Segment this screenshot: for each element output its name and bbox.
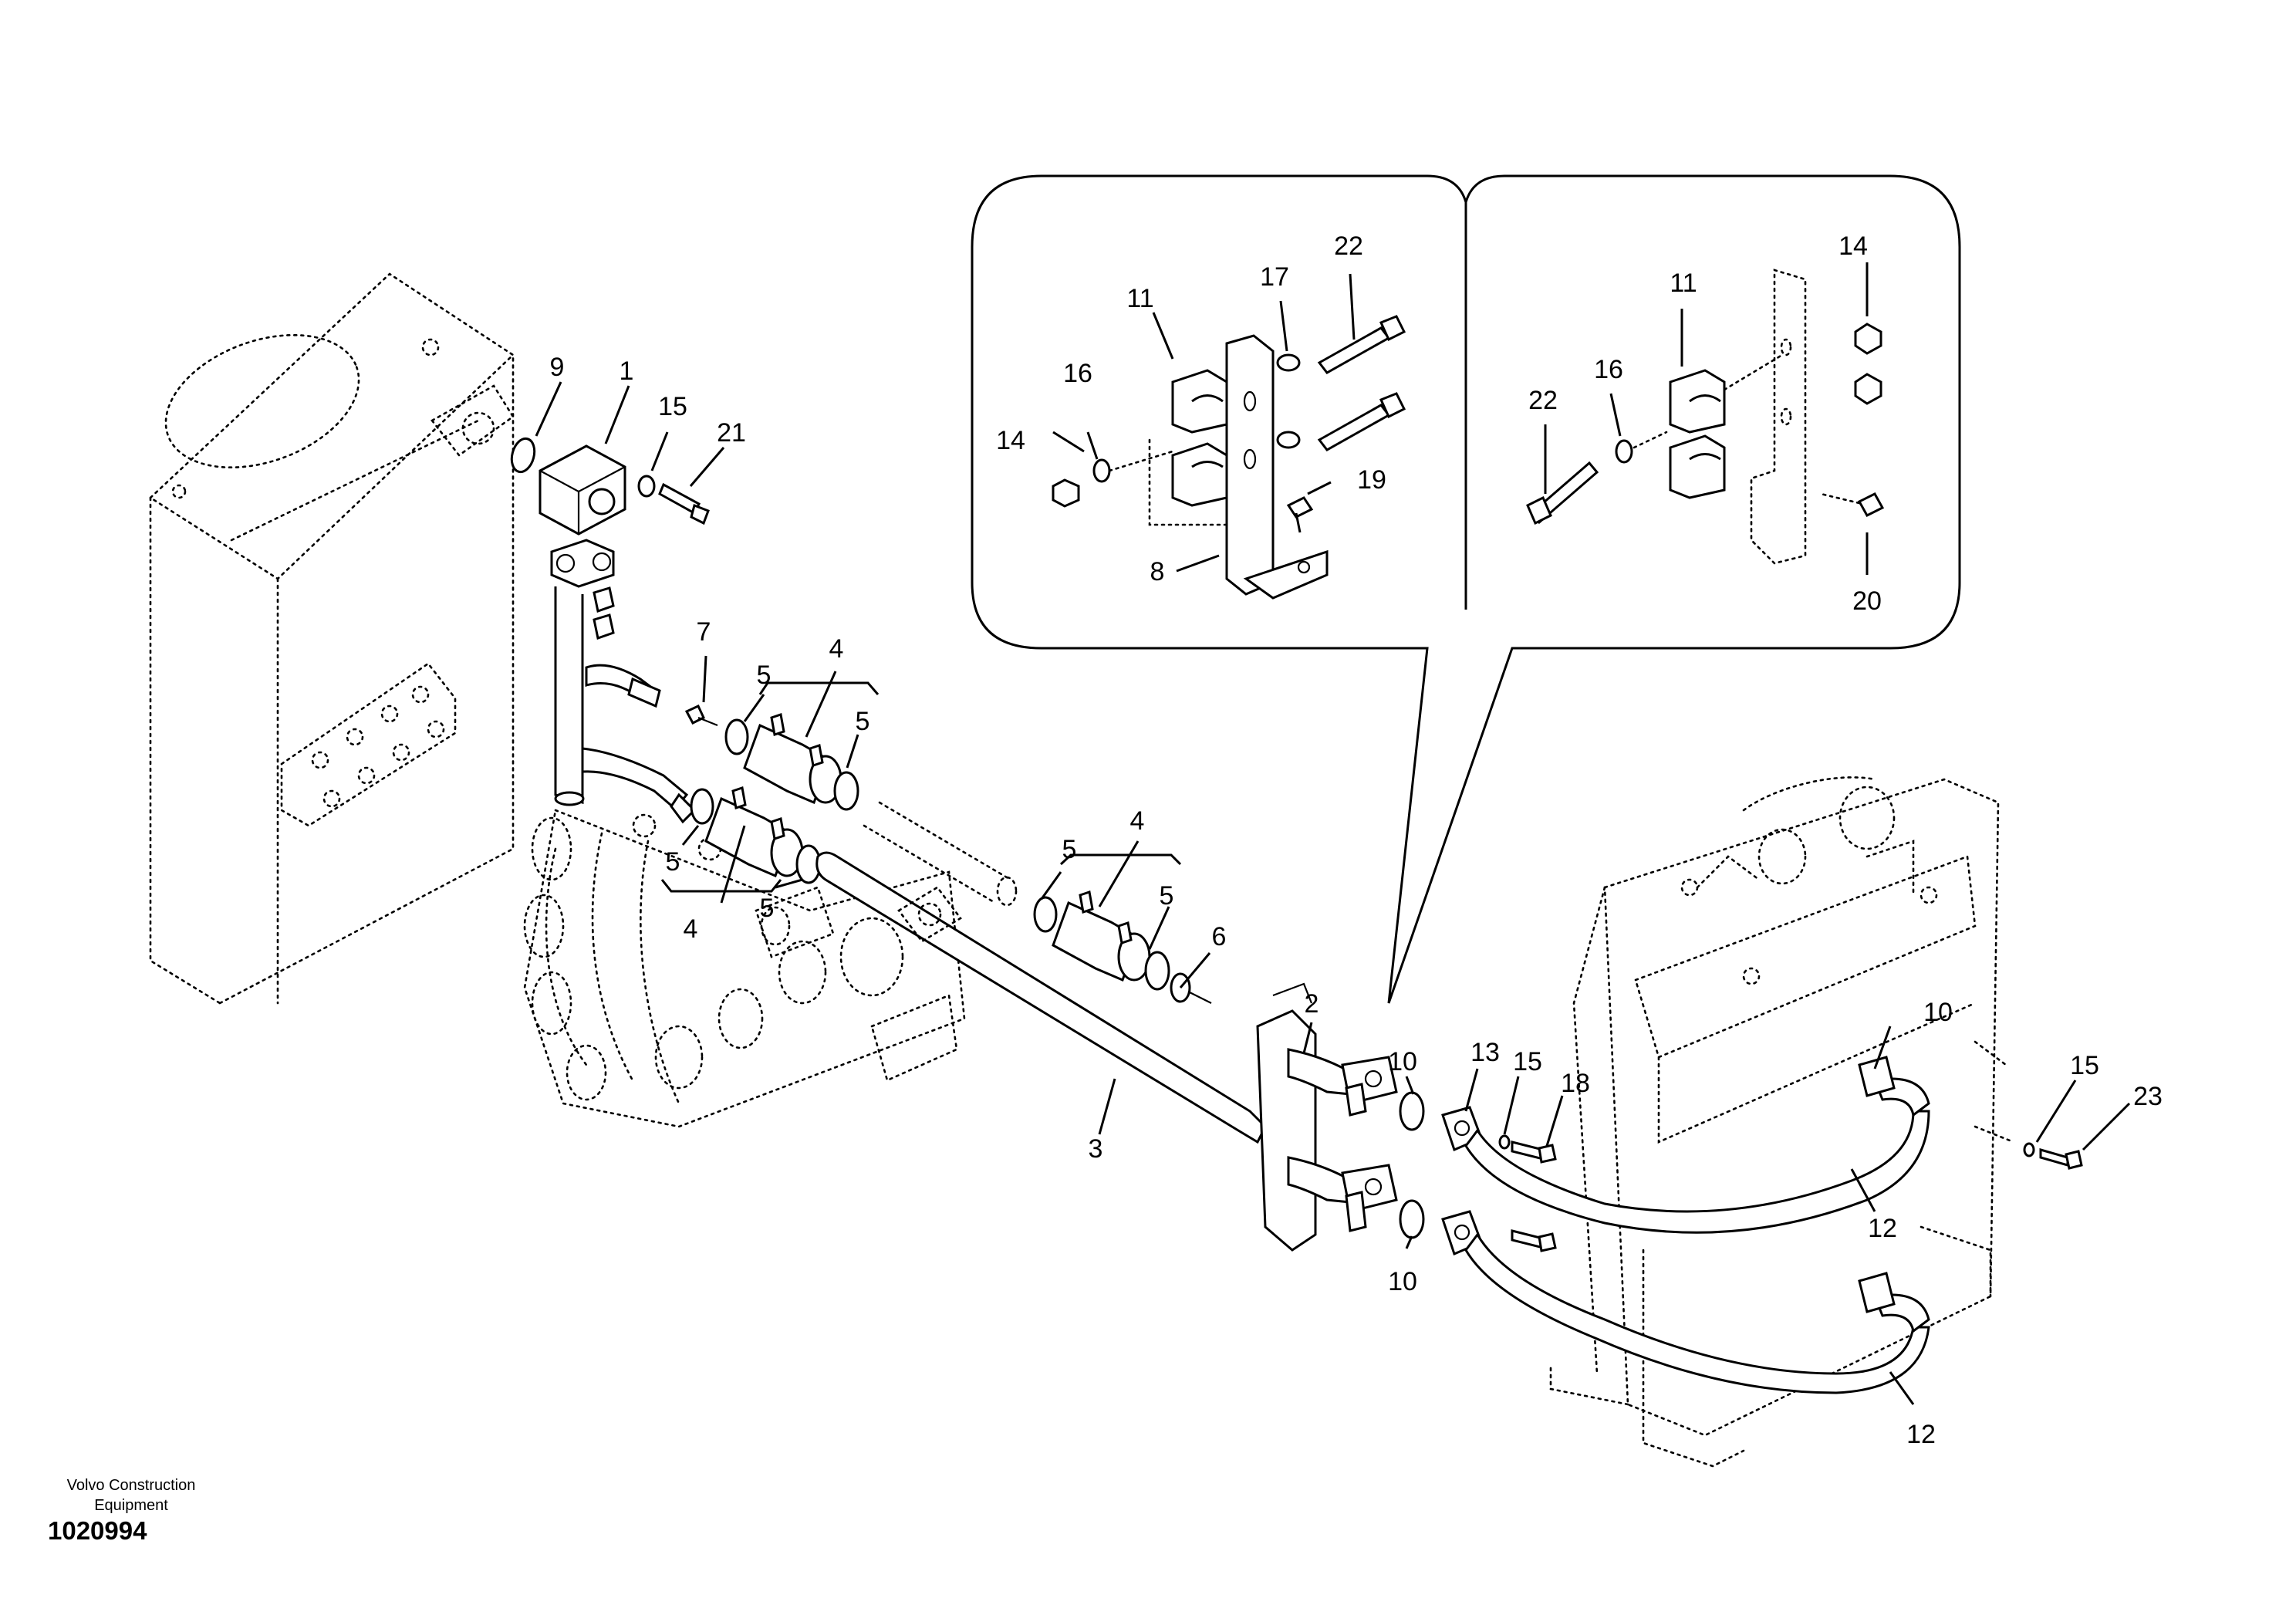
callout-5: 5 [1062, 835, 1077, 864]
callout-numbers: 9 1 15 21 7 4 5 5 5 5 4 4 5 5 6 2 3 10 1… [550, 231, 2163, 1449]
callout-11: 11 [1126, 284, 1153, 313]
bracket-detail-left [1052, 315, 1406, 600]
callout-15: 15 [1513, 1047, 1542, 1076]
control-valve [523, 809, 966, 1128]
bracket-detail-right [1526, 269, 1885, 565]
callout-20: 20 [1852, 586, 1882, 616]
callout-15: 15 [658, 392, 687, 421]
callout-2: 2 [1305, 989, 1319, 1019]
callout-4: 4 [1130, 806, 1145, 836]
callout-15: 15 [2070, 1051, 2099, 1080]
callout-1: 1 [620, 357, 634, 386]
callout-4: 4 [684, 914, 698, 944]
callout-16: 16 [1063, 359, 1092, 388]
callout-14: 14 [996, 426, 1025, 455]
callout-23: 23 [2133, 1082, 2163, 1111]
callout-21: 21 [717, 418, 746, 448]
callout-16: 16 [1594, 355, 1623, 384]
brand-caption: Volvo Construction Equipment [31, 1475, 231, 1516]
brand-line-2: Equipment [94, 1497, 168, 1514]
callout-18: 18 [1561, 1069, 1590, 1098]
callout-6: 6 [1212, 922, 1227, 951]
callout-9: 9 [550, 353, 565, 382]
callout-12: 12 [1868, 1214, 1897, 1243]
callout-5: 5 [1160, 881, 1174, 911]
callout-14: 14 [1838, 231, 1868, 261]
callout-10: 10 [1388, 1047, 1417, 1076]
hydraulic-tank [148, 272, 515, 1005]
callout-7: 7 [697, 617, 711, 647]
callout-5: 5 [757, 661, 772, 690]
callout-10: 10 [1923, 998, 1953, 1027]
callout-4: 4 [829, 634, 844, 664]
drawing-number: 1020994 [48, 1516, 147, 1545]
callout-17: 17 [1260, 262, 1289, 292]
callout-5: 5 [666, 847, 680, 877]
oil-cooler [1549, 776, 2015, 1468]
callout-13: 13 [1470, 1038, 1500, 1067]
callout-11: 11 [1670, 269, 1697, 298]
callout-8: 8 [1150, 557, 1165, 586]
callout-19: 19 [1357, 465, 1386, 495]
callout-5: 5 [856, 707, 870, 736]
callout-10: 10 [1388, 1267, 1417, 1296]
callout-12: 12 [1906, 1420, 1936, 1449]
callout-3: 3 [1089, 1134, 1103, 1164]
callout-5: 5 [760, 894, 775, 923]
leader-lines [535, 262, 2131, 1405]
callout-22: 22 [1528, 386, 1558, 415]
detail-callout-box [971, 174, 1961, 1004]
brand-line-1: Volvo Construction [66, 1477, 196, 1494]
callout-22: 22 [1334, 231, 1363, 261]
